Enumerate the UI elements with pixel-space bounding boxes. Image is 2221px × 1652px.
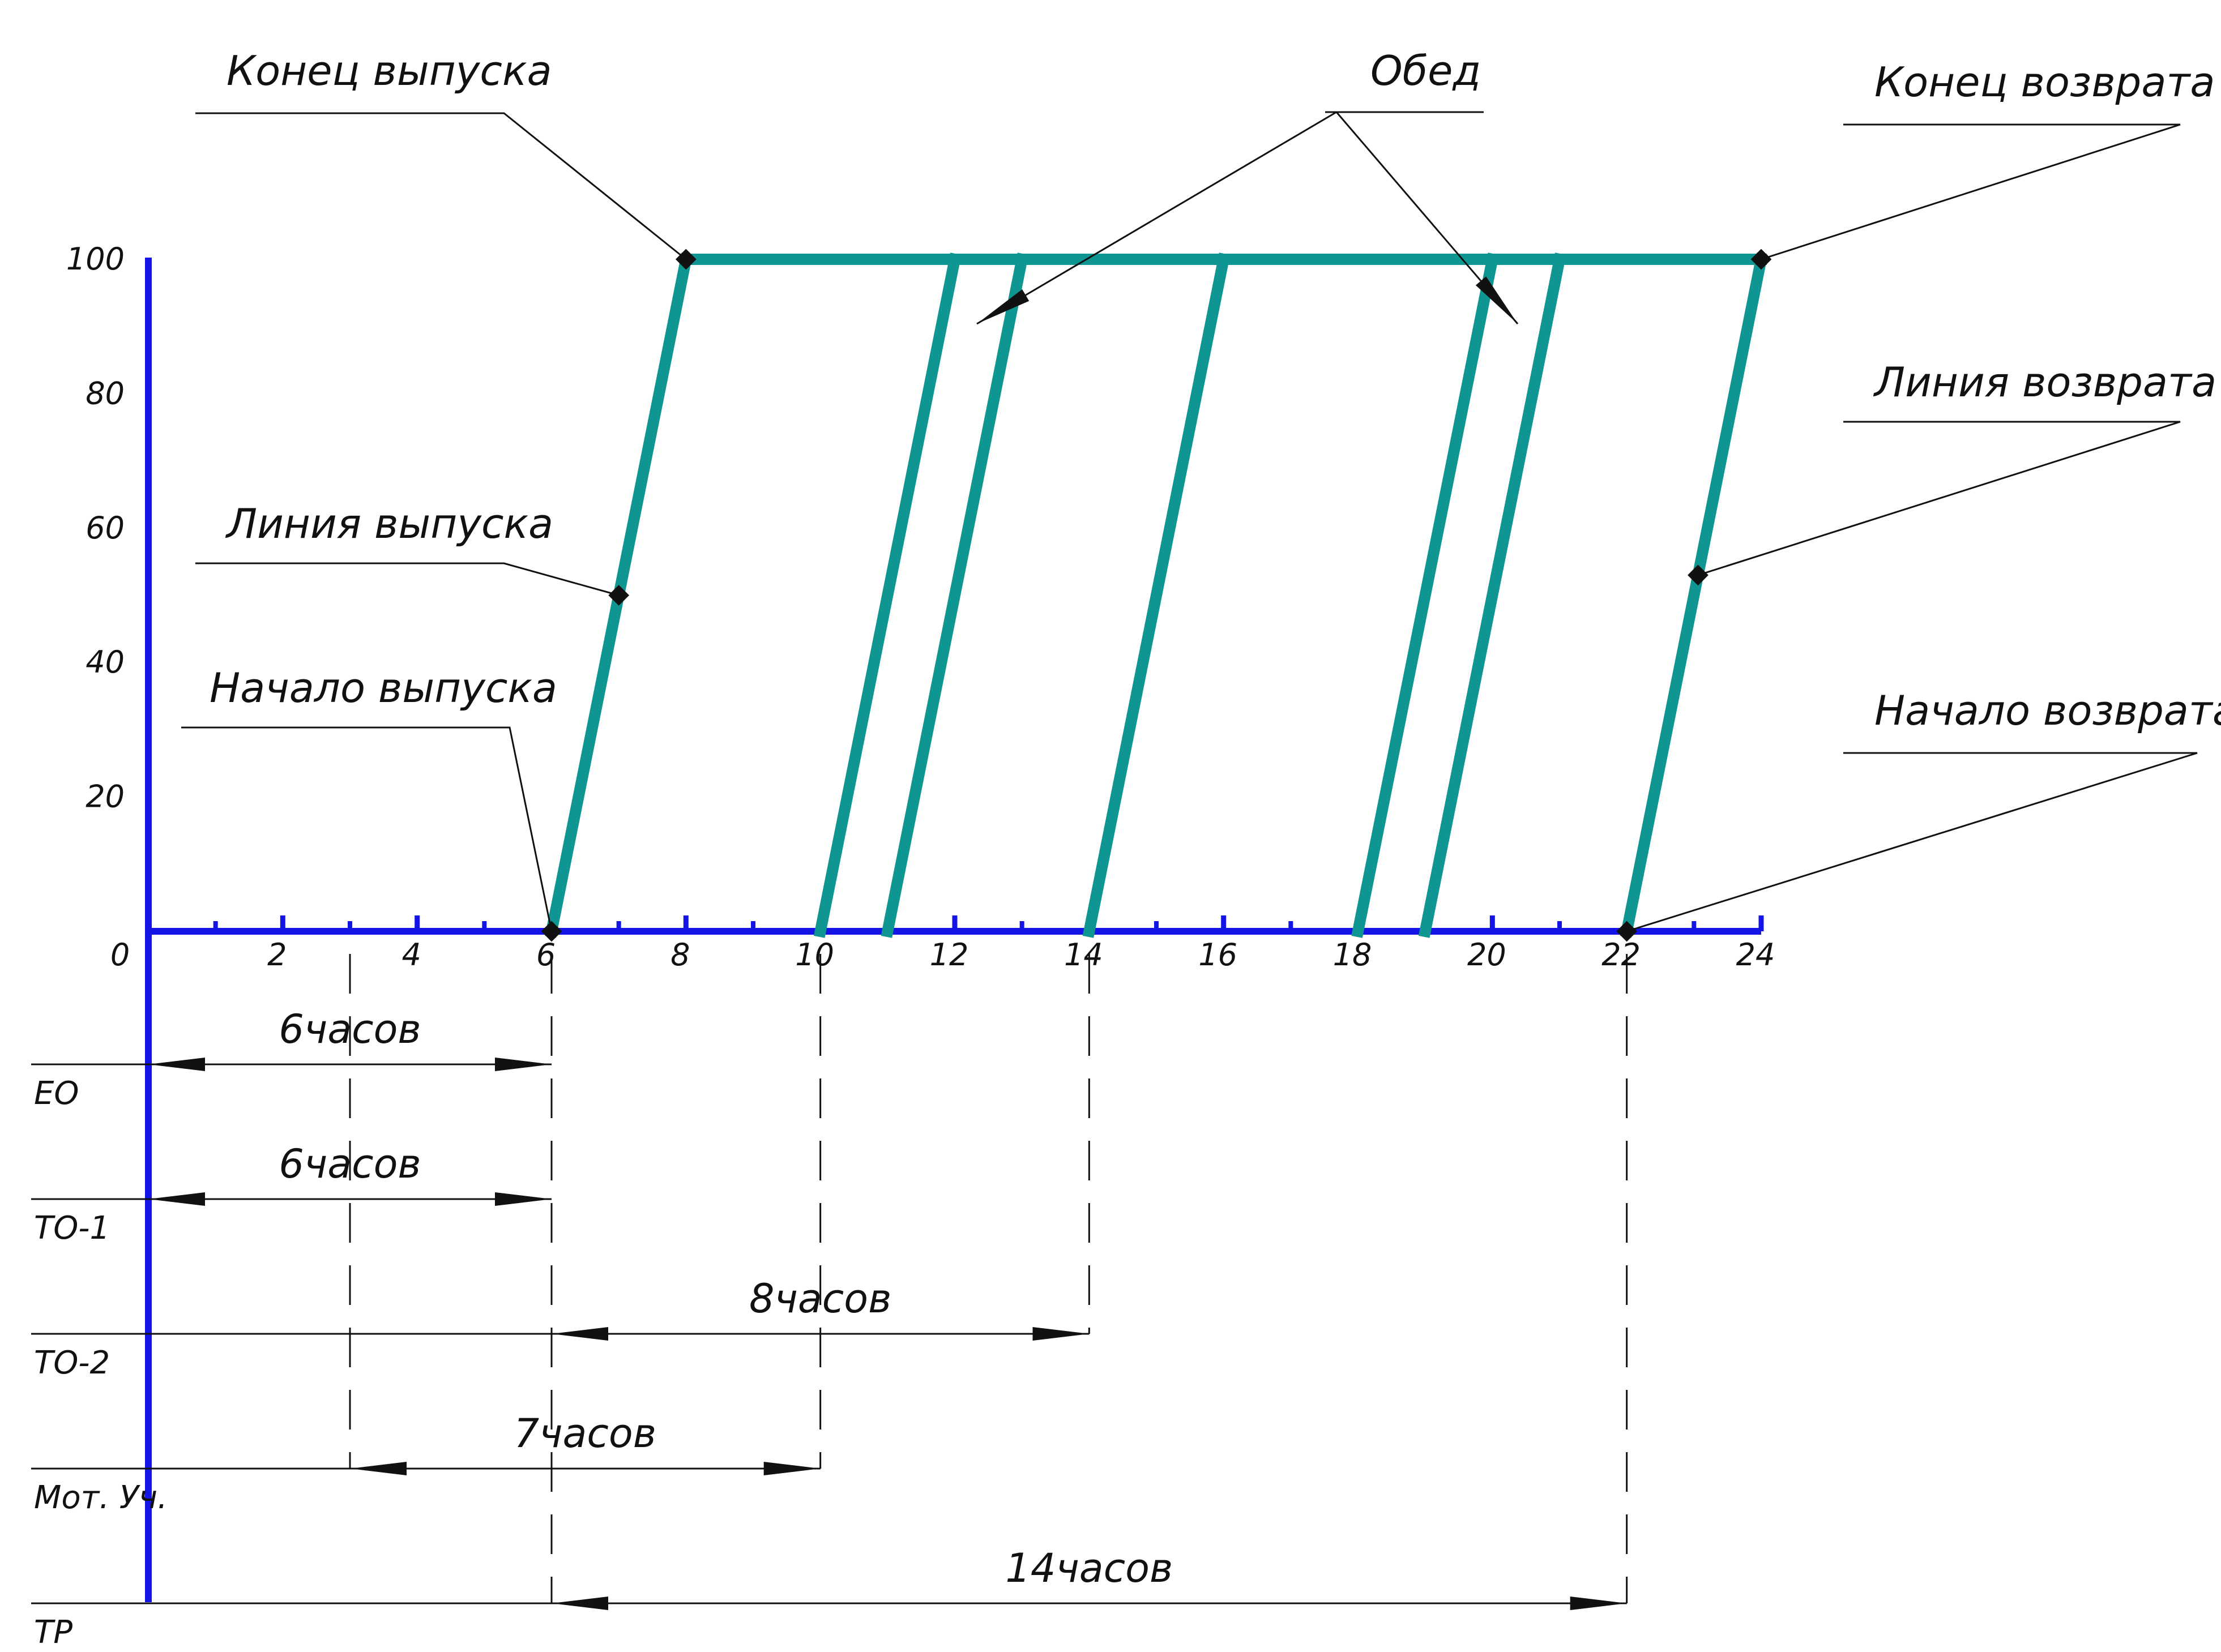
label-release-end: Конец выпуска <box>227 47 552 95</box>
row-label: Мот. Уч. <box>34 1479 168 1516</box>
interior-line <box>1082 252 1231 938</box>
annotation-leaders <box>181 111 2198 932</box>
x-tick-label: 8 <box>670 937 690 973</box>
row-duration-label: 7часов <box>514 1410 656 1457</box>
interior-line <box>813 252 962 938</box>
x-tick-label: 18 <box>1333 937 1372 973</box>
y-tick-label: 80 <box>86 375 125 411</box>
label-return-end: Конец возврата <box>1874 58 2215 106</box>
x-tick-label: 10 <box>795 937 834 973</box>
leader-lunch-arrow-right <box>1335 112 1519 324</box>
row-label: ТО-1 <box>34 1210 110 1247</box>
label-release-start: Начало выпуска <box>210 664 557 712</box>
x-tick-label: 12 <box>930 937 969 973</box>
label-return-start: Начало возврата <box>1874 687 2221 734</box>
row-label: ТО-2 <box>34 1345 110 1381</box>
leader-release-line <box>195 562 620 596</box>
interior-line <box>1418 252 1566 938</box>
interior-line <box>1351 252 1500 938</box>
y-tick-label: 20 <box>86 779 125 815</box>
x-tick-label: 22 <box>1601 937 1641 973</box>
row-label: ТР <box>34 1614 72 1651</box>
leader-return-start <box>1626 752 2198 932</box>
leader-lunch-arrow-left <box>976 111 1337 325</box>
leader-release-end <box>195 112 687 260</box>
y-tick-label: 100 <box>66 241 125 277</box>
return-line <box>1620 252 1768 938</box>
x-tick-label: 6 <box>536 937 556 973</box>
row-label: ЕО <box>34 1075 79 1112</box>
leader-release-start <box>181 726 553 932</box>
x-tick-label: 14 <box>1064 937 1103 973</box>
x-tick-label: 24 <box>1736 937 1775 973</box>
row-duration-label: 14часов <box>1005 1545 1173 1591</box>
y-axis-ticks: 20 40 60 80 100 <box>66 241 125 815</box>
x-tick-label: 20 <box>1467 937 1506 973</box>
label-lunch: Обед <box>1370 47 1481 95</box>
label-release-line: Линия выпуска <box>225 500 553 547</box>
leader-return-line <box>1697 421 2181 576</box>
leader-return-end <box>1761 123 2181 260</box>
x-tick-label: 4 <box>402 937 421 973</box>
y-tick-label: 40 <box>86 644 125 680</box>
label-return-line: Линия возврата <box>1873 358 2216 406</box>
y-tick-label: 60 <box>86 510 125 546</box>
x-tick-label: 16 <box>1198 937 1237 973</box>
chart-lines <box>541 249 1772 942</box>
x-tick-label: 0 <box>110 937 130 973</box>
x-tick-label: 2 <box>267 937 287 973</box>
interior-line <box>881 252 1029 938</box>
